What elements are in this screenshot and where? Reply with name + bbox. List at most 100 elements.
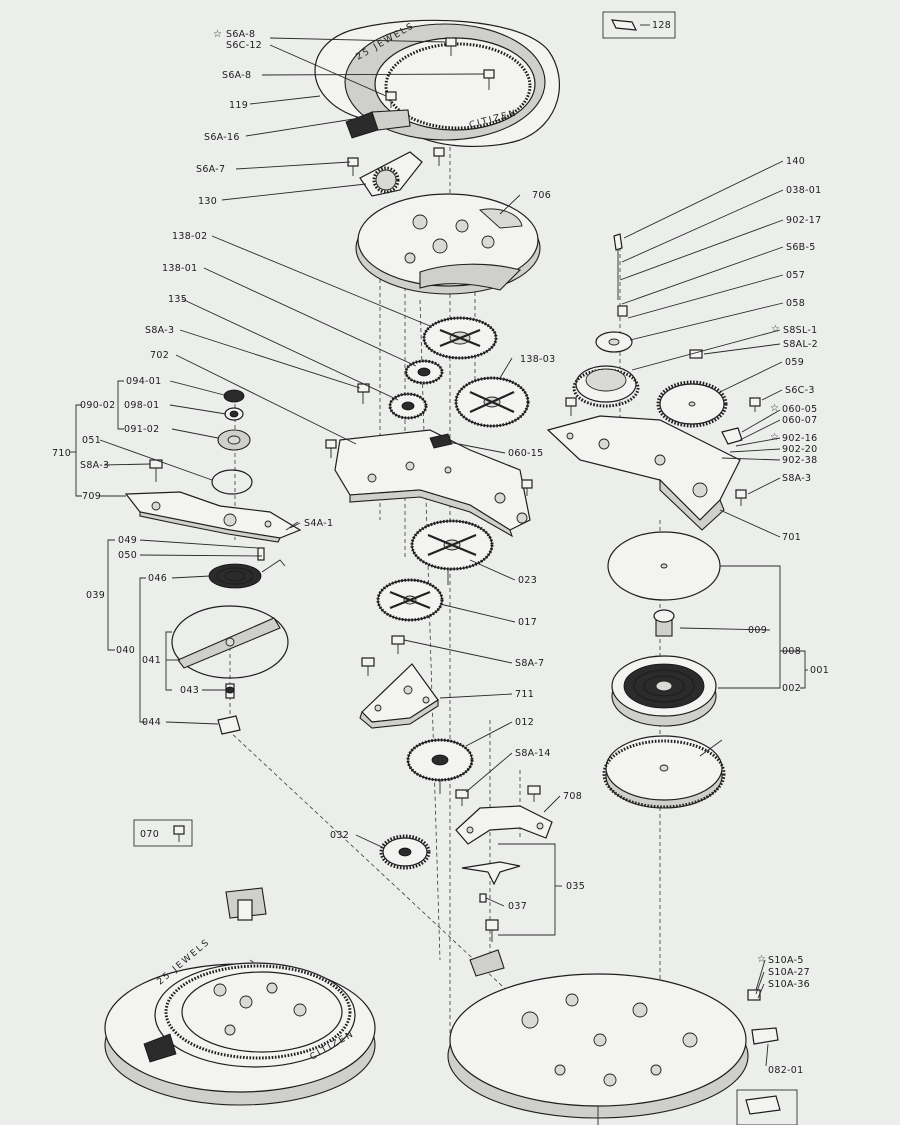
label-135: 135 bbox=[168, 294, 187, 305]
part-046-hairspring bbox=[208, 559, 286, 589]
star-icon: ☆ bbox=[771, 324, 780, 335]
label-s4a-1: S4A-1 bbox=[304, 518, 333, 529]
label-009: 009 bbox=[748, 625, 767, 636]
label-s6b-5: S6B-5 bbox=[786, 242, 816, 253]
label-138-01: 138-01 bbox=[162, 263, 197, 274]
part-057 bbox=[617, 305, 628, 317]
label-140: 140 bbox=[786, 156, 805, 167]
part-702-bridge bbox=[325, 429, 533, 538]
barrel-002 bbox=[611, 655, 717, 727]
ring-058-large bbox=[572, 365, 640, 408]
label-058: 058 bbox=[786, 298, 805, 309]
label-s8a-7: S8A-7 bbox=[515, 658, 544, 669]
part-140 bbox=[613, 233, 623, 300]
label-130: 130 bbox=[198, 196, 217, 207]
wheel-138-01 bbox=[404, 359, 444, 385]
label-702: 702 bbox=[150, 350, 169, 361]
label-008: 008 bbox=[782, 646, 801, 657]
wheel-059 bbox=[656, 380, 728, 428]
box-070 bbox=[133, 819, 193, 847]
part-711-bridge bbox=[359, 663, 439, 729]
label-s10a-36: S10A-36 bbox=[768, 979, 810, 990]
label-051: 051 bbox=[82, 435, 101, 446]
label-060-05: 060-05 bbox=[782, 404, 817, 415]
part-706-plate bbox=[355, 193, 541, 295]
label-s8a-14: S8A-14 bbox=[515, 748, 551, 759]
part-058 bbox=[595, 331, 633, 353]
label-037: 037 bbox=[508, 901, 527, 912]
label-708: 708 bbox=[563, 791, 582, 802]
label-s8al-2: S8AL-2 bbox=[783, 339, 818, 350]
screw-s8a-14 bbox=[455, 785, 541, 806]
label-706: 706 bbox=[532, 190, 551, 201]
part-098-01 bbox=[224, 407, 244, 421]
label-046: 046 bbox=[148, 573, 167, 584]
label-091-02: 091-02 bbox=[124, 424, 159, 435]
part-labels: ☆ S6A-8 S6C-12 S6A-8 119 S6A-16 S6A-7 13… bbox=[52, 20, 829, 1076]
label-s8sl-1: S8SL-1 bbox=[783, 325, 818, 336]
label-902-20: 902-20 bbox=[782, 444, 817, 455]
label-044: 044 bbox=[142, 717, 161, 728]
label-001: 001 bbox=[810, 665, 829, 676]
box-bottom-right bbox=[736, 1089, 798, 1125]
label-s8a-3-right: S8A-3 bbox=[782, 473, 811, 484]
label-711: 711 bbox=[515, 689, 534, 700]
part-709-bridge bbox=[124, 491, 302, 543]
star-icon: ☆ bbox=[757, 954, 766, 965]
label-070: 070 bbox=[140, 829, 159, 840]
label-138-02: 138-02 bbox=[172, 231, 207, 242]
wheel-138-02 bbox=[422, 316, 498, 360]
part-130-lever bbox=[347, 147, 445, 197]
wheel-017 bbox=[376, 578, 444, 622]
label-s8a-3-left: S8A-3 bbox=[145, 325, 174, 336]
part-032-escape-wheel bbox=[379, 834, 431, 870]
part-701-plate bbox=[546, 397, 747, 531]
screw-s8a-3-mid bbox=[149, 459, 163, 482]
part-009-arbor bbox=[653, 609, 675, 637]
label-041: 041 bbox=[142, 655, 161, 666]
label-s10a-27: S10A-27 bbox=[768, 967, 810, 978]
leader-lines bbox=[70, 24, 808, 1067]
label-902-38: 902-38 bbox=[782, 455, 817, 466]
part-041-balance bbox=[171, 605, 289, 679]
label-s6a-8: S6A-8 bbox=[222, 70, 251, 81]
label-032: 032 bbox=[330, 830, 349, 841]
screw-s8a-3-left bbox=[357, 383, 370, 404]
part-044 bbox=[217, 715, 241, 735]
label-043: 043 bbox=[180, 685, 199, 696]
part-035-pallet bbox=[461, 861, 521, 886]
wheel-012 bbox=[406, 738, 474, 794]
part-060-05 bbox=[721, 427, 743, 445]
assembled-dial-view: 25 JEWELS CITIZEN bbox=[104, 887, 376, 1106]
label-098-01: 098-01 bbox=[124, 400, 159, 411]
part-119-date-ring: 25 JEWELS CITIZEN bbox=[314, 19, 561, 148]
disc-008-cover bbox=[607, 531, 721, 601]
label-s10a-5: S10A-5 bbox=[768, 955, 804, 966]
label-002: 002 bbox=[782, 683, 801, 694]
label-s6c-12: S6C-12 bbox=[226, 40, 262, 51]
label-128: 128 bbox=[652, 20, 671, 31]
label-119: 119 bbox=[229, 100, 248, 111]
wheel-023 bbox=[410, 519, 494, 585]
label-060-07: 060-07 bbox=[782, 415, 817, 426]
callout-box-128 bbox=[602, 11, 676, 39]
barrel-001-drum bbox=[602, 735, 726, 809]
part-051-ring bbox=[211, 469, 253, 495]
part-049-stud bbox=[257, 547, 265, 561]
label-s6a-8-top: S6A-8 bbox=[226, 29, 255, 40]
assembled-movement-view bbox=[447, 919, 779, 1125]
label-038-01: 038-01 bbox=[786, 185, 821, 196]
label-090-02: 090-02 bbox=[80, 400, 115, 411]
part-708-bridge bbox=[455, 805, 553, 845]
label-023: 023 bbox=[518, 575, 537, 586]
label-s6c-3: S6C-3 bbox=[785, 385, 815, 396]
part-037 bbox=[479, 893, 487, 903]
label-012: 012 bbox=[515, 717, 534, 728]
part-043 bbox=[225, 683, 235, 699]
label-s6a-16: S6A-16 bbox=[204, 132, 240, 143]
label-710: 710 bbox=[52, 448, 71, 459]
star-icon: ☆ bbox=[770, 432, 779, 443]
label-082-01: 082-01 bbox=[768, 1065, 803, 1076]
label-049: 049 bbox=[118, 535, 137, 546]
